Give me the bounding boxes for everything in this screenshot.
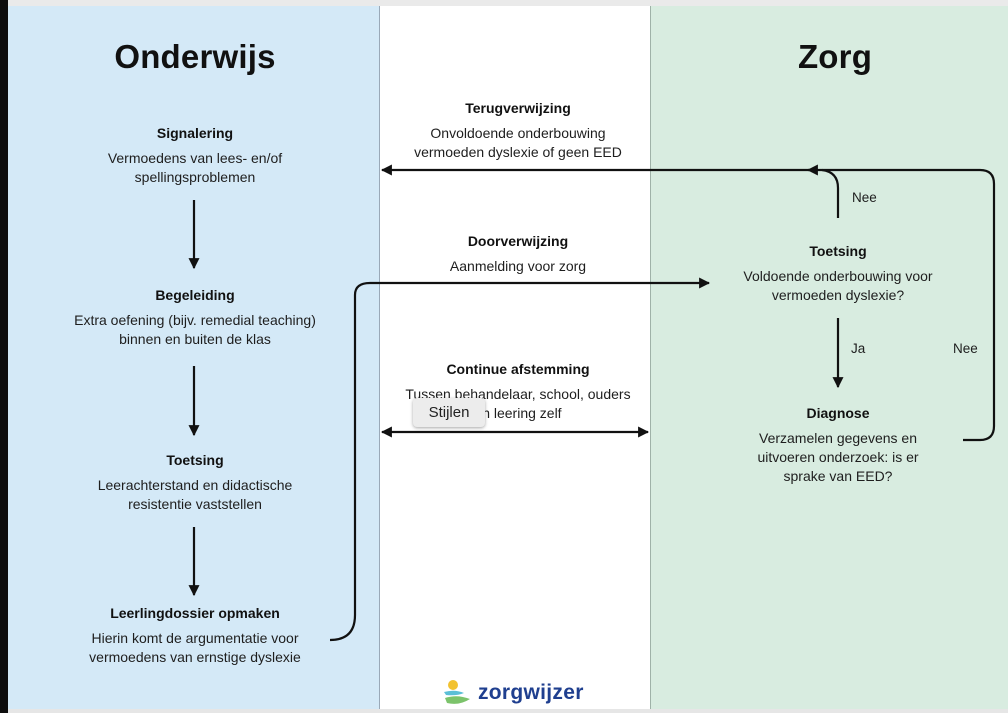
edge-label-nee-right: Nee	[953, 341, 978, 356]
diagnose-desc: Verzamelen gegevens en uitvoeren onderzo…	[757, 430, 919, 484]
toetsing-zorg-desc: Voldoende onderbouwing voor vermoeden dy…	[743, 268, 933, 303]
zorg-column	[650, 6, 1008, 713]
terugverwijzing-desc: Onvoldoende onderbouwing vermoeden dysle…	[414, 125, 622, 160]
middle-column	[380, 6, 650, 713]
toetsing-onderwijs-desc: Leerachterstand en didactische resistent…	[97, 477, 293, 512]
afstemming-title: Continue afstemming	[446, 361, 590, 377]
zorgwijzer-logo-icon	[442, 678, 472, 708]
leerlingdossier-title: Leerlingdossier opmaken	[110, 605, 280, 621]
toetsing-onderwijs-title: Toetsing	[166, 452, 224, 468]
toetsing-zorg-title: Toetsing	[809, 243, 867, 259]
doorverwijzing-desc: Aanmelding voor zorg	[449, 258, 587, 274]
toetsing-onderwijs-block: Toetsing Leerachterstand en didactische …	[70, 451, 320, 514]
zorgwijzer-logo: zorgwijzer	[442, 676, 584, 710]
signalering-block: Signalering Vermoedens van lees- en/of s…	[70, 124, 320, 187]
bottom-strip	[8, 709, 1008, 713]
toetsing-zorg-block: Toetsing Voldoende onderbouwing voor ver…	[728, 242, 948, 305]
edge-label-ja: Ja	[851, 341, 866, 356]
leerlingdossier-block: Leerlingdossier opmaken Hierin komt de a…	[65, 604, 325, 667]
begeleiding-desc: Extra oefening (bijv. remedial teaching)…	[74, 312, 316, 347]
diagnose-title: Diagnose	[806, 405, 870, 421]
doorverwijzing-block: Doorverwijzing Aanmelding voor zorg	[398, 232, 638, 276]
zorgwijzer-logo-text: zorgwijzer	[478, 681, 584, 704]
zorg-heading: Zorg	[797, 38, 873, 75]
top-strip	[8, 0, 1008, 6]
stijlen-tooltip[interactable]: Stijlen	[413, 398, 485, 427]
begeleiding-block: Begeleiding Extra oefening (bijv. remedi…	[65, 286, 325, 349]
terugverwijzing-title: Terugverwijzing	[465, 100, 571, 116]
terugverwijzing-block: Terugverwijzing Onvoldoende onderbouwing…	[398, 99, 638, 162]
arrow-nee-top	[821, 168, 840, 218]
leerlingdossier-desc: Hierin komt de argumentatie voor vermoed…	[89, 630, 301, 665]
signalering-desc: Vermoedens van lees- en/of spellingsprob…	[107, 150, 283, 185]
diagnose-block: Diagnose Verzamelen gegevens en uitvoere…	[738, 404, 938, 486]
edge-label-nee-top: Nee	[852, 190, 877, 205]
signalering-title: Signalering	[156, 125, 234, 141]
window-edge	[0, 0, 8, 713]
begeleiding-title: Begeleiding	[155, 287, 235, 303]
arrow-nee-right	[806, 164, 996, 442]
onderwijs-heading: Onderwijs	[114, 38, 276, 75]
arrow-doorverwijzing	[329, 277, 711, 642]
doorverwijzing-title: Doorverwijzing	[467, 233, 569, 249]
